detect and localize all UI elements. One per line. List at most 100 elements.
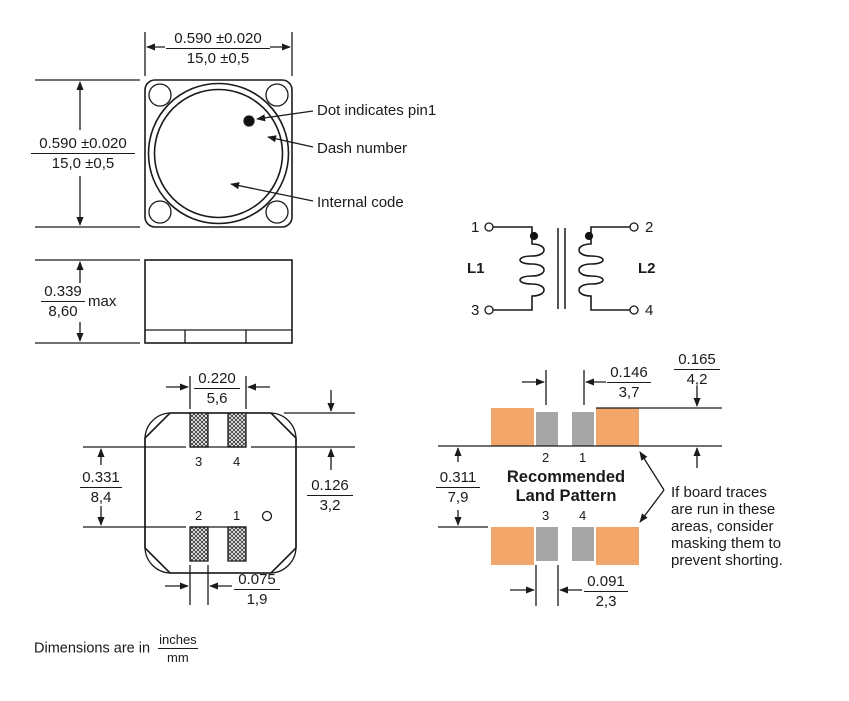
terminal-label-3: 3 [471, 302, 480, 319]
land-gap-dimension: 0.146 3,7 [607, 364, 651, 401]
masking-note-line: If board traces [671, 484, 767, 501]
dimension-inch: 0.590 ±0.020 [31, 135, 135, 154]
dimension-mm: 5,6 [206, 390, 228, 407]
leader-pin1 [256, 110, 314, 122]
copper-pad [491, 527, 534, 565]
coil-l2 [578, 226, 630, 311]
top-view [35, 32, 314, 228]
copper-pad [596, 408, 639, 446]
terminal-1 [484, 222, 494, 232]
land-pin-label: 3 [542, 508, 550, 523]
terminal-label-4: 4 [645, 302, 654, 319]
terminal-4 [629, 305, 639, 315]
schematic [484, 222, 639, 315]
polarity-dot [584, 231, 594, 241]
units-mm: mm [167, 650, 189, 665]
terminal-pad [227, 526, 247, 562]
coil-label-l1: L1 [467, 260, 485, 277]
side-height-dimension: 0.339 8,60 [41, 283, 85, 320]
top-height-dimension: 0.590 ±0.020 15,0 ±0,5 [31, 135, 135, 172]
land-pad-width-dimension: 0.091 2,3 [584, 573, 628, 610]
dimension-mm: 15,0 ±0,5 [51, 155, 115, 172]
masking-note-line: areas, consider [671, 518, 774, 535]
dimension-mm: 3,2 [319, 497, 341, 514]
corner-hole [148, 200, 172, 224]
pin-label: 4 [233, 454, 241, 469]
side-height-suffix: max [88, 293, 117, 310]
units-fraction: inches mm [158, 632, 198, 665]
land-span-dimension: 0.311 7,9 [436, 469, 480, 506]
top-width-dimension: 0.590 ±0.020 15,0 ±0,5 [166, 30, 270, 67]
units-inches: inches [158, 632, 198, 649]
pin-label: 3 [195, 454, 203, 469]
coil-l1 [493, 226, 545, 311]
copper-pad [596, 527, 639, 565]
mask-area [572, 527, 594, 561]
terminal-2 [629, 222, 639, 232]
pad-width-dimension: 0.220 5,6 [194, 370, 240, 407]
leader-internal-code [230, 182, 314, 202]
pin1-marker [261, 510, 273, 522]
pin1-dot [243, 115, 255, 127]
dimension-inch: 0.311 [436, 469, 480, 488]
callout-pin1: Dot indicates pin1 [317, 102, 437, 119]
land-pattern-title-line2: Land Pattern [515, 487, 617, 505]
corner-hole [148, 83, 172, 107]
pad-span-dimension: 0.331 8,4 [80, 469, 122, 506]
coil-label-l2: L2 [638, 260, 656, 277]
note-leader [639, 451, 665, 491]
copper-pad [491, 408, 534, 446]
masking-note-line: are run in these [671, 501, 776, 518]
side-view [35, 259, 293, 344]
dimension-inch: 0.075 [234, 571, 280, 590]
corner-hole [265, 200, 289, 224]
pin-label: 2 [195, 508, 203, 523]
units-footnote: Dimensions are in inches mm [34, 632, 198, 665]
mask-area [536, 412, 558, 446]
bottom-view-outline [144, 412, 297, 574]
dimension-inch: 0.331 [80, 469, 122, 488]
leader-dash-number [267, 135, 314, 148]
dimension-inch: 0.220 [194, 370, 240, 389]
corner-hole [265, 83, 289, 107]
bottom-view [83, 376, 355, 605]
terminal-pad [227, 412, 247, 448]
land-pattern-title-line1: Recommended [506, 468, 626, 486]
terminal-pad [189, 526, 209, 562]
mask-area [536, 527, 558, 561]
callout-dash-number: Dash number [317, 140, 408, 157]
dimension-mm: 15,0 ±0,5 [186, 50, 250, 67]
dimension-mm: 1,9 [246, 591, 268, 608]
dimension-inch: 0.146 [607, 364, 651, 383]
terminal-label-2: 2 [645, 219, 654, 236]
dimension-mm: 8,60 [48, 303, 78, 320]
masking-note-line: prevent shorting. [671, 552, 783, 569]
pin-label: 1 [233, 508, 241, 523]
note-leader [639, 489, 665, 523]
masking-note-line: masking them to [671, 535, 782, 552]
land-pin-label: 1 [579, 450, 587, 465]
land-pin-label: 4 [579, 508, 587, 523]
bottom-view-body [144, 412, 297, 574]
terminal-pad [189, 412, 209, 448]
top-view-body [144, 79, 293, 228]
terminal-label-1: 1 [471, 219, 480, 236]
land-pin-label: 2 [542, 450, 550, 465]
dimension-inch: 0.126 [307, 477, 353, 496]
pad-gap-dimension: 0.075 1,9 [234, 571, 280, 608]
pad-length-dimension: 0.126 3,2 [307, 477, 353, 514]
polarity-dot [529, 231, 539, 241]
top-view-winding-outer [147, 82, 290, 225]
dimension-mm: 3,7 [618, 384, 640, 401]
dimension-inch: 0.165 [674, 351, 720, 370]
dimension-mm: 2,3 [595, 593, 617, 610]
land-pattern-title: Recommended Land Pattern [492, 468, 640, 506]
dimension-mm: 8,4 [90, 489, 112, 506]
land-pad-length-dimension: 0.165 4,2 [674, 351, 720, 388]
dimension-mm: 7,9 [447, 489, 469, 506]
callout-internal-code: Internal code [317, 194, 404, 211]
masking-note: If board traces are run in these areas, … [671, 484, 783, 569]
terminal-3 [484, 305, 494, 315]
dimension-mm: 4,2 [686, 371, 708, 388]
